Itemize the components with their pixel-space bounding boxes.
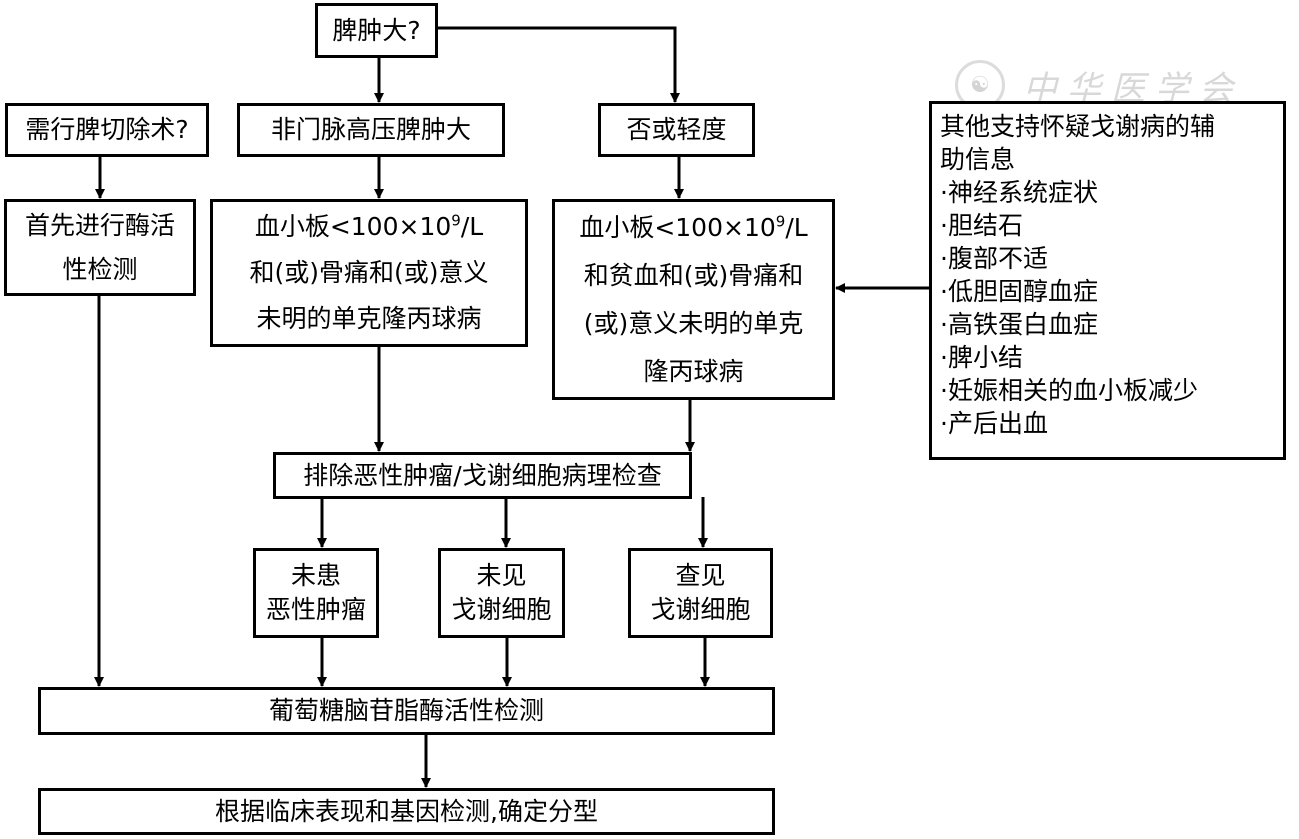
node-text: 未明的单克隆丙球病 bbox=[256, 304, 482, 333]
node-no-or-mild: 否或轻度 bbox=[598, 103, 755, 157]
node-no-malignancy: 未患 恶性肿瘤 bbox=[253, 548, 379, 638]
node-text: 戈谢细胞 bbox=[650, 595, 751, 624]
node-criteria-b: 血小板<100×109/L 和贫血和(或)骨痛和 (或)意义未明的单克 隆丙球病 bbox=[552, 199, 835, 400]
node-non-portal-hypertension: 非门脉高压脾肿大 bbox=[237, 103, 505, 157]
node-text-line1: 血小板<100×109/L bbox=[255, 204, 483, 250]
node-text: 恶性肿瘤 bbox=[265, 595, 366, 624]
node-text-line1: 血小板<100×109/L bbox=[579, 204, 807, 252]
node-pathology-exam: 排除恶性肿瘤/戈谢细胞病理检查 bbox=[273, 452, 692, 499]
node-text: 脾肿大? bbox=[332, 15, 421, 45]
node-text: 根据临床表现和基因检测,确定分型 bbox=[215, 796, 598, 826]
node-text: 未见 bbox=[476, 561, 527, 590]
criteria-b-prefix: 血小板<100×10 bbox=[579, 212, 776, 242]
node-enzyme-first: 首先进行酶活 性检测 bbox=[4, 199, 196, 296]
support-item: ·低胆固醇血症 bbox=[940, 277, 1098, 306]
node-text: 未患 bbox=[290, 561, 341, 590]
support-item: ·妊娠相关的血小板减少 bbox=[940, 376, 1198, 405]
support-item: ·胆结石 bbox=[940, 211, 1023, 240]
node-text: 性检测 bbox=[62, 254, 138, 284]
criteria-b-suffix: /L bbox=[785, 212, 808, 242]
node-supporting-info: 其他支持怀疑戈谢病的辅 助信息 ·神经系统症状 ·胆结石 ·腹部不适 ·低胆固醇… bbox=[929, 101, 1286, 460]
support-title: 其他支持怀疑戈谢病的辅 bbox=[940, 112, 1216, 141]
support-item: ·脾小结 bbox=[940, 343, 1023, 372]
support-title: 助信息 bbox=[940, 145, 1016, 174]
criteria-b-exponent: 9 bbox=[775, 212, 786, 231]
node-text: 首先进行酶活 bbox=[24, 210, 175, 240]
node-gba-activity-test: 葡萄糖脑苷脂酶活性检测 bbox=[38, 687, 775, 735]
node-text: 非门脉高压脾肿大 bbox=[270, 115, 471, 144]
node-text: 和贫血和(或)骨痛和 bbox=[583, 260, 804, 290]
node-text: 葡萄糖脑苷脂酶活性检测 bbox=[268, 696, 544, 725]
node-classification: 根据临床表现和基因检测,确定分型 bbox=[38, 788, 775, 835]
criteria-a-suffix: /L bbox=[460, 212, 484, 241]
node-splenectomy-question: 需行脾切除术? bbox=[5, 103, 209, 157]
criteria-a-prefix: 血小板<100×10 bbox=[254, 212, 452, 241]
node-text: 戈谢细胞 bbox=[451, 595, 552, 624]
node-text: 需行脾切除术? bbox=[25, 115, 189, 144]
support-item: ·神经系统症状 bbox=[940, 178, 1098, 207]
arrow-spleen-to-mild bbox=[437, 26, 680, 103]
node-gaucher-cells-found: 查见 戈谢细胞 bbox=[628, 548, 773, 638]
support-item: ·产后出血 bbox=[940, 409, 1048, 438]
support-item: ·腹部不适 bbox=[940, 244, 1048, 273]
node-no-gaucher-cells: 未见 戈谢细胞 bbox=[438, 548, 565, 638]
node-text: 否或轻度 bbox=[626, 115, 727, 144]
criteria-a-exponent: 9 bbox=[451, 211, 461, 230]
node-text: 排除恶性肿瘤/戈谢细胞病理检查 bbox=[303, 460, 662, 490]
node-text: 查见 bbox=[675, 561, 726, 590]
node-criteria-a: 血小板<100×109/L 和(或)骨痛和(或)意义 未明的单克隆丙球病 bbox=[210, 199, 528, 347]
node-text: 隆丙球病 bbox=[643, 356, 744, 386]
node-splenomegaly-question: 脾肿大? bbox=[315, 3, 438, 58]
node-text: 和(或)骨痛和(或)意义 bbox=[249, 258, 489, 287]
support-item: ·高铁蛋白血症 bbox=[940, 310, 1098, 339]
node-text: (或)意义未明的单克 bbox=[583, 308, 804, 338]
